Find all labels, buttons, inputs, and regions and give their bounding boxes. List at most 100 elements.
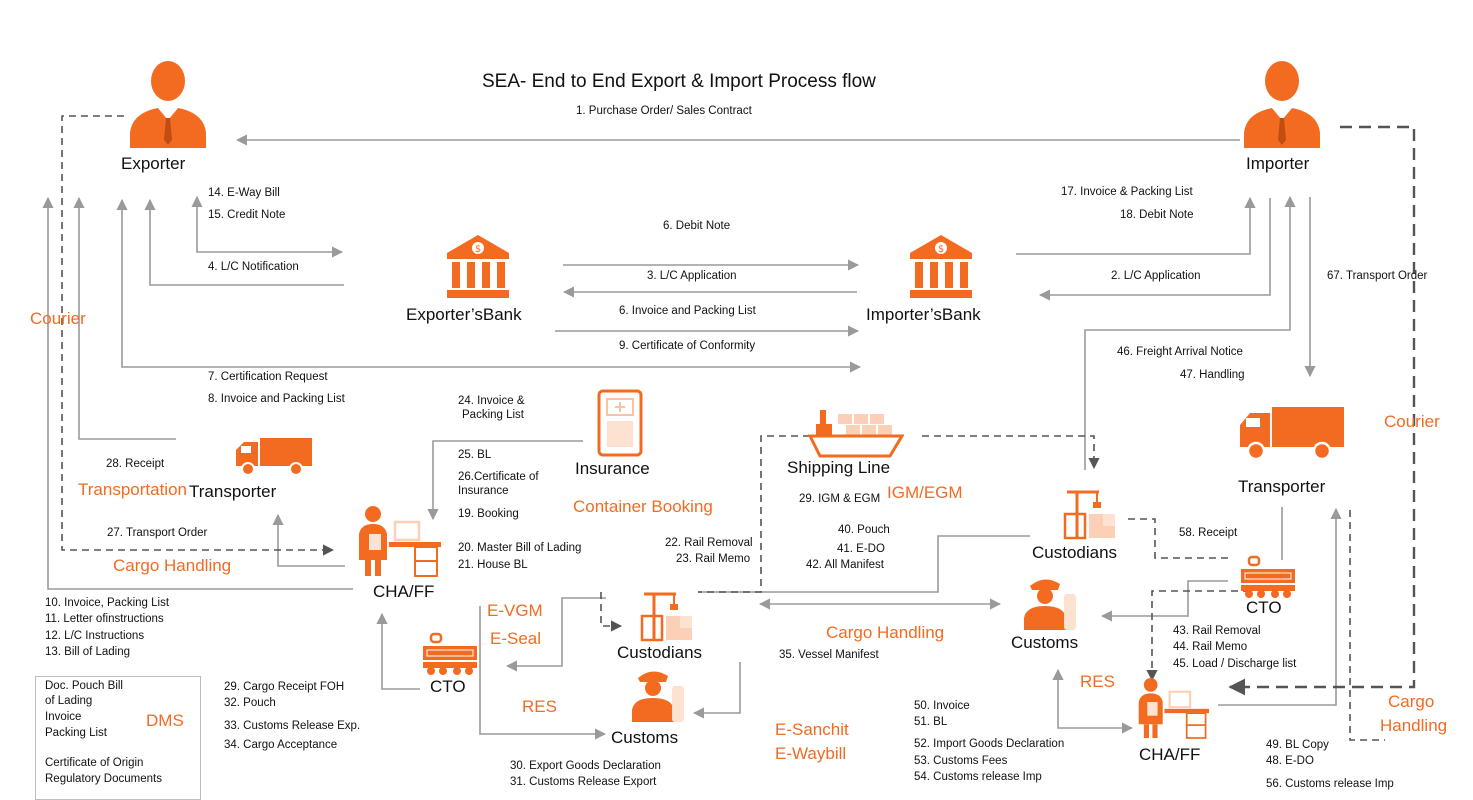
exporter-label: Exporter [121,154,186,173]
step-23: 23. Rail Memo [676,553,751,565]
step-18: 18. Debit Note [1120,209,1194,221]
step-6-invoice: 6. Invoice and Packing List [619,305,756,317]
customs-mid-label: Customs [611,728,679,747]
step-24-line1: 24. Invoice & [458,395,525,407]
step-52: 52. Import Goods Declaration [914,738,1065,750]
dashed-cha-custodians [600,592,623,632]
step-43: 43. Rail Removal [1173,625,1261,637]
arrow-lc-application-2 [1038,198,1271,301]
custodians-mid-label: Custodians [617,643,703,662]
step-21: 21. House BL [458,559,528,571]
ship-icon [808,410,904,458]
cto-right-label: CTO [1246,598,1282,617]
person-icon-importer [1244,61,1320,148]
step-26-line2: Insurance [458,485,509,497]
arrow-cha-transporter-right [1218,507,1342,706]
crane-icon-mid [640,592,692,642]
step-51: 51. BL [914,716,948,728]
svg-text:$: $ [475,244,481,255]
step-58: 58. Receipt [1179,527,1238,539]
dashed-exporter-courier [61,115,335,556]
step-67: 67. Transport Order [1327,270,1428,282]
step-26-line1: 26.Certificate of [458,471,539,483]
step-49: 49. BL Copy [1266,739,1329,751]
igm-egm-label: IGM/EGM [887,483,963,502]
train-icon-right [1241,555,1295,598]
arrow-doc-flow-left [42,196,353,590]
dashed-connectors [61,115,1416,741]
step-10: 10. Invoice, Packing List [45,597,170,609]
officer-icon-mid [632,671,684,722]
crane-icon-right [1063,490,1115,540]
step-17: 17. Invoice & Packing List [1061,186,1193,198]
step-24-line2: Packing List [462,409,525,421]
insurance-label: Insurance [575,459,650,478]
cargo-handling-left-label: Cargo Handling [113,556,232,575]
arrow-evgm [505,597,606,672]
step-6-debit: 6. Debit Note [663,220,731,232]
arrow-custodians-customs-mid [692,662,741,719]
arrow-cha-custodians [698,535,1030,593]
step-53: 53. Customs Fees [914,755,1008,767]
e-sanchit-label: E-Sanchit [775,720,849,739]
transportation-label: Transportation [78,480,187,499]
step-11: 11. Letter ofinstructions [45,613,164,625]
officer-icon-right [1024,579,1076,630]
step-42: 42. All Manifest [806,559,884,571]
arrow-cto-cha [376,612,420,690]
container-booking-label: Container Booking [573,497,713,516]
step-47: 47. Handling [1180,369,1245,381]
step-28: 28. Receipt [106,458,165,470]
step-9: 9. Certificate of Conformity [619,340,756,352]
step-14: 14. E-Way Bill [208,187,280,199]
dashed-shipping-line [698,435,810,593]
dms-label: DMS [146,711,184,730]
dashed-cargo-handling-right [1349,510,1385,741]
arrow-cha-customs-mid [479,606,607,740]
step-50: 50. Invoice [914,700,970,712]
step-56: 56. Customs release Imp [1266,778,1394,790]
step-15: 15. Credit Note [208,209,286,221]
dashed-custodians-cto [1128,518,1232,559]
train-icon-left [423,632,477,675]
res-right-label: RES [1080,672,1115,691]
importers-bank-label: Importer’sBank [866,305,981,324]
step-12: 12. L/C Instructions [45,630,145,642]
courier-right-label: Courier [1384,412,1440,431]
step-22: 22. Rail Removal [665,537,753,549]
dashed-importer-courier [1228,125,1416,696]
step-29-igm: 29. IGM & EGM [799,493,881,505]
step-13: 13. Bill of Lading [45,646,131,658]
step-8: 8. Invoice and Packing List [208,393,345,405]
e-vgm-label: E-VGM [487,601,543,620]
shipping-line-label: Shipping Line [787,458,891,477]
dms-line-5: Certificate of Origin [45,757,144,769]
importer-label: Importer [1246,154,1310,173]
step-48: 48. E-DO [1266,755,1314,767]
arrow-freight-arrival [1084,195,1296,470]
step-40: 40. Pouch [838,524,890,536]
cha-ff-right-label: CHA/FF [1139,745,1201,764]
step-46: 46. Freight Arrival Notice [1117,346,1243,358]
step-7: 7. Certification Request [208,371,328,383]
step-20: 20. Master Bill of Lading [458,542,582,554]
step-19: 19. Booking [458,508,519,520]
dms-line-2: of Lading [45,695,93,707]
cha-ff-left-label: CHA/FF [373,582,435,601]
res-left-label: RES [522,697,557,716]
dashed-shipping-custodians [922,435,1100,470]
handling-right-label: Handling [1380,716,1448,735]
insurance-document-icon [597,389,643,457]
step-35: 35. Vessel Manifest [779,649,879,661]
arrow-courier-receipt [73,196,176,440]
step-3: 3. L/C Application [647,270,737,282]
arrow-cto-customs-right [1100,580,1228,622]
transporter-right-label: Transporter [1238,477,1326,496]
solid-connectors [42,134,1342,740]
cargo-right-label: Cargo [1388,692,1435,711]
e-waybill-label: E-Waybill [775,744,847,763]
custodians-right-label: Custodians [1032,543,1118,562]
step-41: 41. E-DO [837,543,885,555]
truck-icon-right [1240,407,1344,461]
